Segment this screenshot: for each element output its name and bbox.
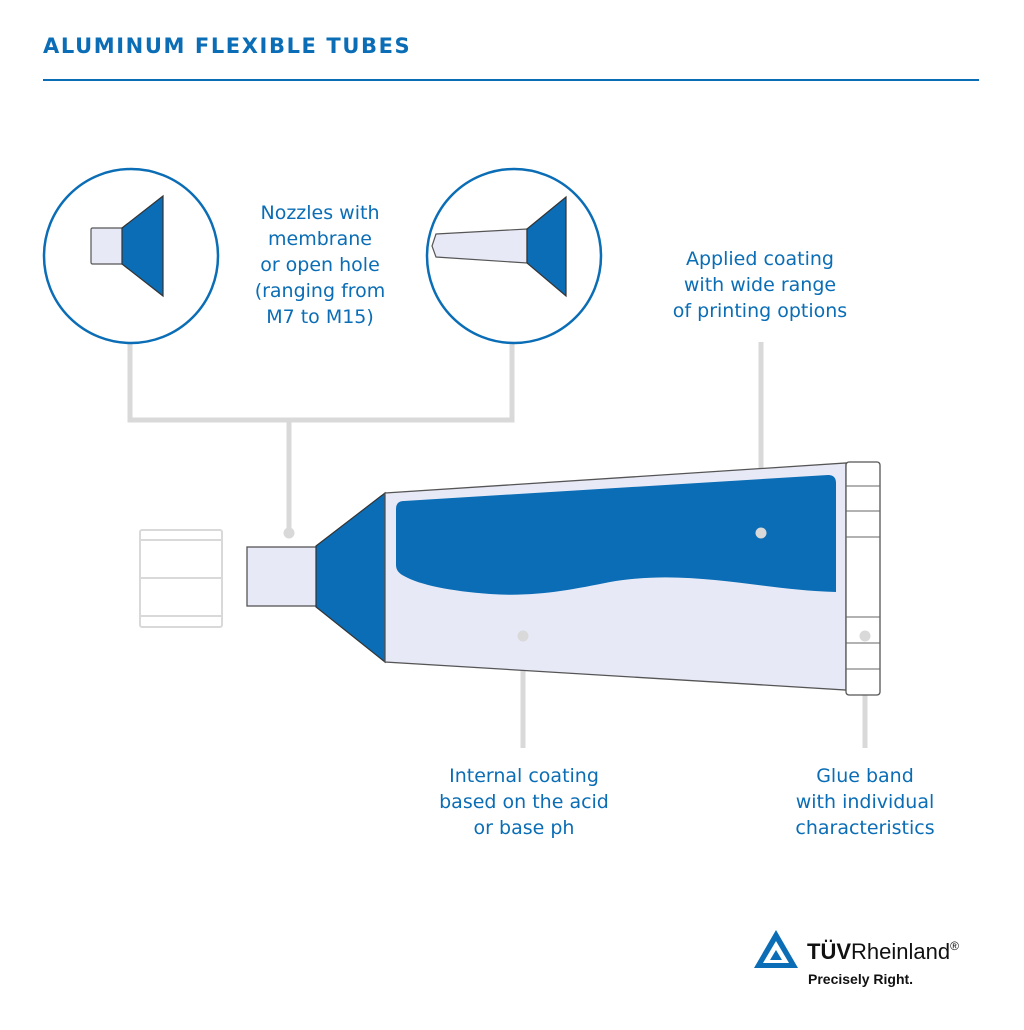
- internal-dot: [517, 630, 529, 642]
- page-title: ALUMINUM FLEXIBLE TUBES: [43, 34, 412, 58]
- nozzle-bracket-line: [127, 343, 515, 423]
- tuv-rheinland-logo: TÜVRheinland® Precisely Right.: [752, 928, 992, 992]
- glue-band-label: Glue band with individual characteristic…: [795, 765, 935, 839]
- membrane-nozzle-detail: [42, 167, 220, 345]
- tube-cap: [139, 529, 223, 628]
- applied-coating-area: [396, 475, 836, 595]
- applied-coating-label: Applied coating with wide range of print…: [672, 248, 848, 322]
- tube-neck: [246, 546, 318, 607]
- callout-dots: [283, 527, 871, 642]
- tuv-triangle-icon: [754, 930, 798, 968]
- tube-shoulder: [315, 491, 386, 664]
- glue-dot: [859, 630, 871, 642]
- logo-brand-name: TÜVRheinland®: [807, 939, 959, 964]
- internal-coating-label: Internal coating based on the acid or ba…: [439, 765, 609, 839]
- coating-dot: [755, 527, 767, 539]
- open-hole-nozzle-detail: [425, 167, 603, 345]
- nozzle-dot: [283, 527, 295, 539]
- title-divider: [43, 79, 979, 81]
- nozzles-label: Nozzles with membrane or open hole (rang…: [254, 202, 386, 328]
- logo-tagline: Precisely Right.: [808, 971, 914, 987]
- glue-band: [845, 461, 881, 696]
